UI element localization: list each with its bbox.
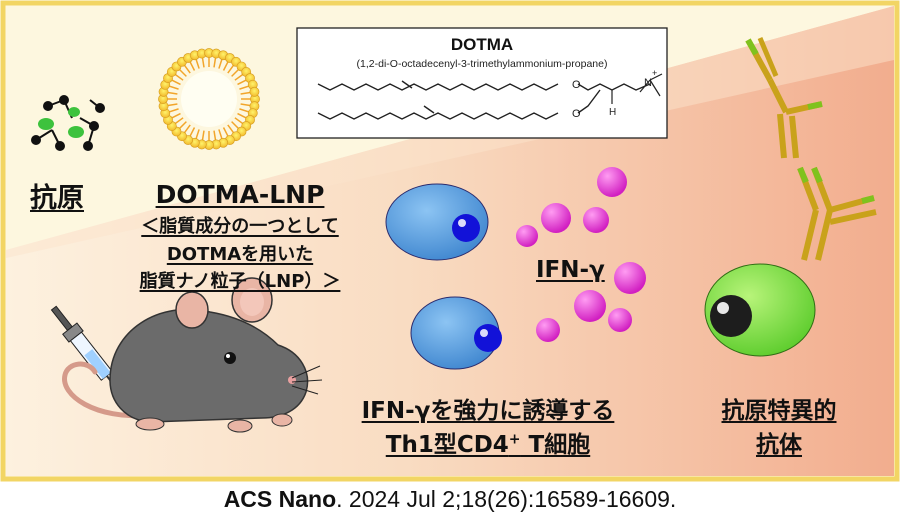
ifn-gamma-dot [583, 207, 609, 233]
th1-label-line2: Th1型CD4+ T細胞 [385, 431, 591, 458]
oxygen-atom-bottom: O [572, 108, 581, 120]
alkyl-chain-top [317, 83, 559, 91]
lnp-desc-line1: ＜脂質成分の一つとして [141, 216, 339, 237]
ifn-gamma-dot [536, 318, 560, 342]
antibody-label-line1: 抗原特異的 [721, 398, 837, 424]
antibody-icon [797, 166, 877, 261]
ifn-gamma-dot [574, 290, 606, 322]
b-cell-icon [704, 263, 816, 357]
ifn-gamma-dot [614, 262, 646, 294]
dotma-structure-box: DOTMA (1,2-di-O-octadecenyl-3-trimethyla… [296, 27, 668, 139]
ifn-gamma-dot [608, 308, 632, 332]
lnp-desc-line3: 脂質ナノ粒子（LNP）＞ [139, 271, 341, 292]
lnp-title: DOTMA-LNP [155, 180, 325, 209]
structure-full-name: (1,2-di-O-octadecenyl-3-trimethylammoniu… [357, 58, 608, 70]
positive-charge: + [652, 68, 657, 78]
antibody-icon [745, 37, 823, 159]
ifn-gamma-dot [516, 225, 538, 247]
antibody-label-line2: 抗体 [756, 432, 802, 458]
lipid-head [249, 86, 260, 97]
oxygen-atom-top: O [572, 79, 581, 91]
structure-name: DOTMA [451, 35, 513, 54]
th1-label-line1: IFN-γを強力に誘導する [361, 398, 615, 424]
t-cell-icon [410, 296, 502, 370]
t-cell-icon [385, 183, 489, 261]
citation: ACS Nano. 2024 Jul 2;18(26):16589-16609. [223, 486, 677, 512]
hydrogen-atom: H [609, 107, 616, 118]
syringe-icon [50, 305, 120, 393]
mouse-icon [62, 277, 323, 433]
lnp-desc-line2: DOTMAを用いた [166, 244, 314, 265]
lnp-icon [158, 48, 260, 150]
ifn-gamma-dots [516, 167, 646, 342]
antigen-molecule-icon [31, 95, 105, 151]
ifn-gamma-dot [597, 167, 627, 197]
nitrogen-atom: N [644, 77, 652, 89]
alkyl-chain-bottom [317, 112, 559, 120]
ifn-gamma-label: IFN-γ [536, 257, 605, 283]
ifn-gamma-dot [541, 203, 571, 233]
antigen-label: 抗原 [30, 183, 84, 214]
lnp-core [181, 71, 237, 127]
